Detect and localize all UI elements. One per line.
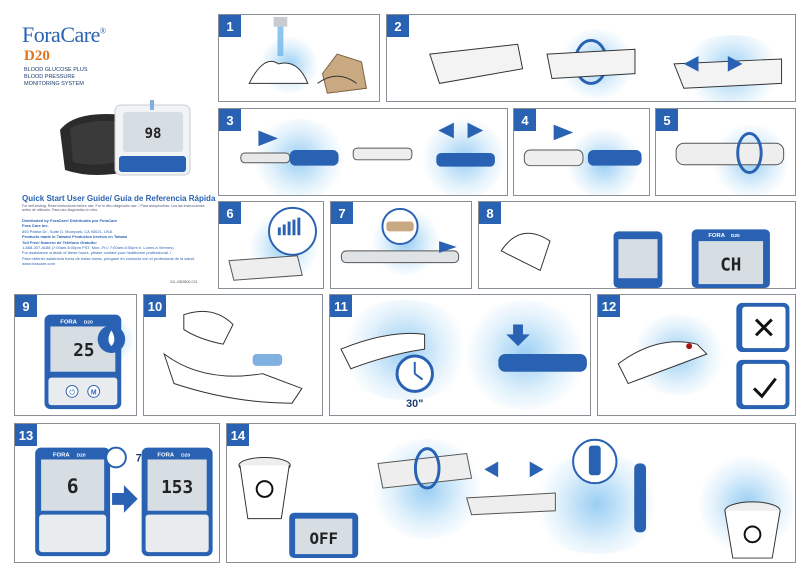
step-2-panel: 2 xyxy=(386,14,796,102)
step-number: 9 xyxy=(15,295,37,317)
step-number: 4 xyxy=(514,109,536,131)
off-readout: OFF xyxy=(309,529,337,548)
apply-blood-illustration xyxy=(617,302,790,410)
step-number: 3 xyxy=(219,109,241,131)
countdown-readout: 6 xyxy=(67,475,79,498)
open-lancet-illustration xyxy=(163,310,303,404)
step-10-panel: 10 xyxy=(143,294,323,416)
step-8-panel: 8 FORA D20 CH xyxy=(478,201,796,289)
step-7-panel: 7 xyxy=(330,201,472,289)
timer-label: 30" xyxy=(406,398,423,410)
part-number: 311-4363500-013 xyxy=(170,280,198,284)
meter-brand-label: FORA xyxy=(708,233,725,239)
product-image: 98 xyxy=(60,100,191,176)
code-readout: CH xyxy=(720,255,741,275)
blood-drop-icon xyxy=(108,330,115,347)
wash-hands-illustration xyxy=(248,16,368,94)
step-number: 10 xyxy=(144,295,166,317)
meter-model-label: D20 xyxy=(181,453,190,459)
distribution-info: Distributed by ForaCare/ Distribuido por… xyxy=(22,218,196,267)
timer-label: 7" xyxy=(136,452,147,464)
step-4-panel: 4 xyxy=(513,108,650,196)
attach-cap-illustration xyxy=(523,124,642,167)
quick-start-title: Quick Start User Guide/ Guía de Referenc… xyxy=(22,194,216,203)
set-depth-illustration xyxy=(675,131,785,174)
memory-button: M xyxy=(91,389,97,396)
lancing-device-illustration xyxy=(429,38,783,89)
depth-setting-illustration xyxy=(228,206,317,281)
step-1-panel: 1 xyxy=(218,14,380,102)
biohazard-icon xyxy=(743,525,762,544)
step-number: 8 xyxy=(479,202,501,224)
step-number: 6 xyxy=(219,202,241,224)
code-readout: 25 xyxy=(73,341,94,361)
bp-readout: 98 xyxy=(145,126,162,142)
blood-drop-screen-illustration: FORA D20 25 ⏻ M xyxy=(44,314,126,410)
meter-brand-label: FORA xyxy=(157,453,174,459)
step-14-panel: 14 OFF xyxy=(226,423,796,563)
step-number: 11 xyxy=(330,295,352,317)
meter-model-label: D20 xyxy=(731,233,740,239)
power-button: ⏻ xyxy=(69,388,75,396)
model-name: D20 xyxy=(24,48,50,64)
product-subtitle: BLOOD GLUCOSE PLUS BLOOD PRESSURE MONITO… xyxy=(24,67,88,87)
read-result-illustration: FORA D20 6 7" FORA D20 153 xyxy=(35,446,213,557)
step-9-panel: 9 FORA D20 25 ⏻ M xyxy=(14,294,137,416)
insert-strip-illustration: FORA D20 CH xyxy=(500,229,770,288)
step-number: 1 xyxy=(219,15,241,37)
step-number: 13 xyxy=(15,424,37,446)
lance-finger-illustration: 30" xyxy=(340,324,587,410)
insert-lancet-illustration xyxy=(240,122,495,167)
step-11-panel: 11 30" xyxy=(329,294,591,416)
meter-brand-label: FORA xyxy=(60,320,77,326)
biohazard-icon xyxy=(255,480,274,498)
step-13-panel: 13 FORA D20 6 7" FORA D20 153 xyxy=(14,423,220,563)
cocking-lancet-illustration xyxy=(340,207,460,264)
step-5-panel: 5 xyxy=(655,108,796,196)
brand-logo: ForaCare® xyxy=(22,22,106,47)
quick-start-note: For self-testing. Read instructions befo… xyxy=(22,204,205,213)
check-icon xyxy=(752,377,777,399)
result-readout: 153 xyxy=(161,478,193,498)
step-6-panel: 6 xyxy=(218,201,324,289)
meter-brand-label: FORA xyxy=(53,453,70,459)
cross-icon xyxy=(754,318,773,337)
timer-icon xyxy=(105,446,127,469)
step-number: 5 xyxy=(656,109,678,131)
step-number: 14 xyxy=(227,424,249,446)
step-number: 7 xyxy=(331,202,353,224)
step-number: 12 xyxy=(598,295,620,317)
step-number: 2 xyxy=(387,15,409,37)
meter-model-label: D20 xyxy=(77,453,86,459)
step-3-panel: 3 xyxy=(218,108,508,196)
step-12-panel: 12 xyxy=(597,294,796,416)
dispose-illustration: OFF xyxy=(238,438,781,559)
meter-model-label: D20 xyxy=(84,320,93,326)
